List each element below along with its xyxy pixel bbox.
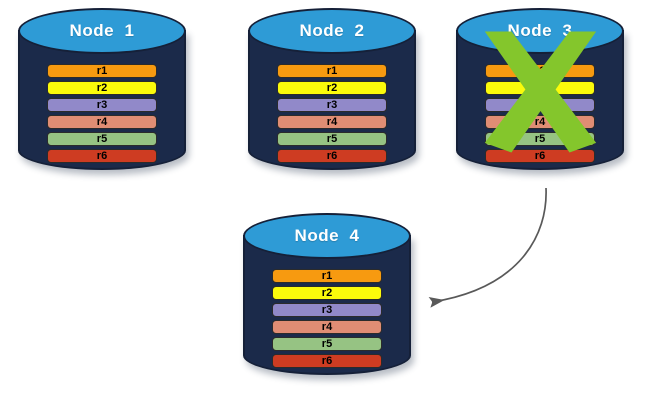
cylinder-top (18, 8, 186, 54)
row-bar[interactable]: r4 (47, 115, 157, 129)
row-bar[interactable]: r3 (47, 98, 157, 112)
row-bar[interactable]: r5 (485, 132, 595, 146)
node-title: Node 3 (507, 21, 573, 40)
row-bar[interactable]: r4 (272, 320, 382, 334)
row-bar[interactable]: r5 (47, 132, 157, 146)
node-cylinder-2[interactable]: r1 r2 r3 r4 r5 r6 Node 2 (248, 8, 416, 170)
row-bar[interactable]: r6 (272, 354, 382, 368)
row-bar[interactable]: r1 (485, 64, 595, 78)
row-label: r3 (534, 98, 546, 111)
row-bar[interactable]: r6 (277, 149, 387, 163)
row-label: r6 (326, 149, 338, 162)
row-label: r1 (96, 64, 108, 77)
row-label: r1 (326, 64, 338, 77)
row-bar[interactable]: r3 (485, 98, 595, 112)
row-label: r2 (534, 81, 546, 94)
row-label: r6 (321, 354, 333, 367)
replication-arrow-path (428, 187, 547, 308)
row-bar[interactable]: r2 (272, 286, 382, 300)
row-bar[interactable]: r6 (47, 149, 157, 163)
row-label: r1 (534, 64, 546, 77)
node-title: Node 1 (69, 21, 135, 40)
row-list: r1 r2 r3 r4 r5 r6 (243, 213, 411, 375)
row-label: r6 (96, 149, 108, 162)
row-list: r1 r2 r3 r4 r5 r6 (248, 8, 416, 170)
node-title: Node 4 (294, 226, 360, 245)
row-label: r4 (326, 115, 338, 128)
cylinder-top (243, 213, 411, 259)
row-label: r2 (326, 81, 338, 94)
row-label: r4 (321, 320, 333, 333)
row-list: r1 r2 r3 r4 r5 r6 (18, 8, 186, 170)
node-cylinder-3[interactable]: r1 r2 r3 r4 r5 r6 Node 3 (456, 8, 624, 170)
row-bar[interactable]: r2 (47, 81, 157, 95)
row-label: r5 (96, 132, 108, 145)
row-bar[interactable]: r5 (277, 132, 387, 146)
row-bar[interactable]: r4 (277, 115, 387, 129)
row-bar[interactable]: r2 (485, 81, 595, 95)
row-label: r3 (96, 98, 108, 111)
row-label: r5 (321, 337, 333, 350)
row-bar[interactable]: r5 (272, 337, 382, 351)
row-bar[interactable]: r3 (277, 98, 387, 112)
row-label: r5 (534, 132, 546, 145)
row-label: r6 (534, 149, 546, 162)
node-cylinder-1[interactable]: r1 r2 r3 r4 r5 r6 Node 1 (18, 8, 186, 170)
row-bar[interactable]: r1 (277, 64, 387, 78)
row-bar[interactable]: r4 (485, 115, 595, 129)
row-bar[interactable]: r1 (47, 64, 157, 78)
row-bar[interactable]: r3 (272, 303, 382, 317)
row-label: r4 (534, 115, 546, 128)
row-label: r4 (96, 115, 108, 128)
row-label: r1 (321, 269, 333, 282)
row-label: r3 (321, 303, 333, 316)
row-bar[interactable]: r6 (485, 149, 595, 163)
node-title: Node 2 (299, 21, 365, 40)
node-cylinder-4[interactable]: r1 r2 r3 r4 r5 r6 Node 4 (243, 213, 411, 375)
row-bar[interactable]: r1 (272, 269, 382, 283)
row-label: r5 (326, 132, 338, 145)
row-label: r2 (321, 286, 333, 299)
row-label: r3 (326, 98, 338, 111)
row-label: r2 (96, 81, 108, 94)
row-bar[interactable]: r2 (277, 81, 387, 95)
cylinder-top (248, 8, 416, 54)
